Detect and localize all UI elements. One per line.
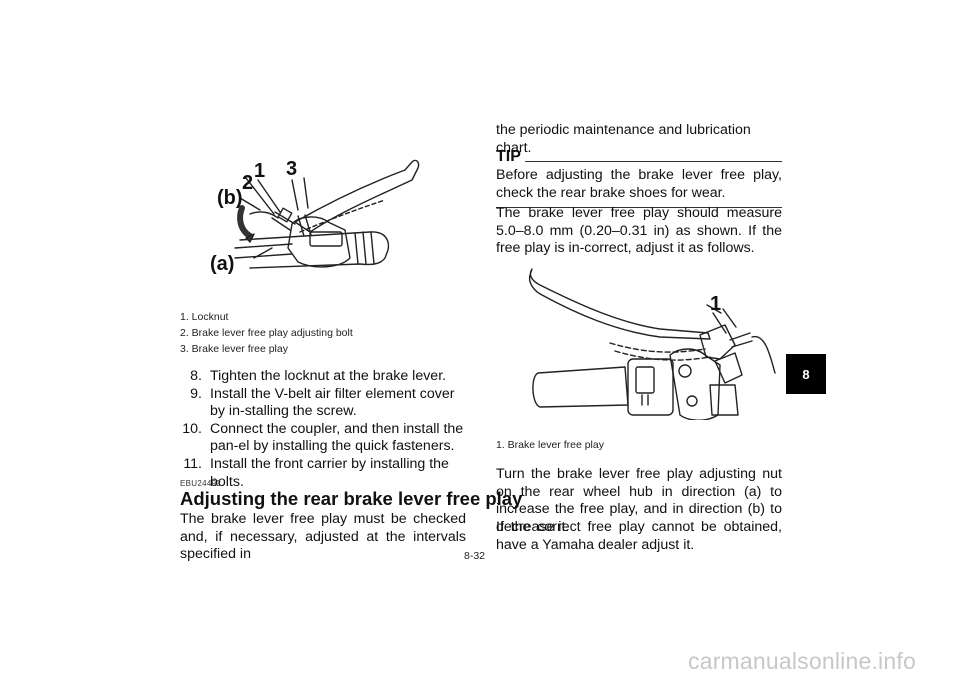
figure-brake-lever-adjuster: 1 2 3 (b) (a) xyxy=(180,140,460,300)
tip-top-rule xyxy=(524,161,782,162)
step-item: 8. Tighten the locknut at the brake leve… xyxy=(180,368,466,386)
brake-lever-free-play-illustration xyxy=(528,268,776,421)
step-number: 8. xyxy=(190,368,202,384)
step-text: Tighten the locknut at the brake lever. xyxy=(210,368,447,384)
chapter-tab: 8 xyxy=(786,354,826,394)
figure-brake-lever-free-play: 1 xyxy=(520,255,785,421)
adjustment-paragraph: Turn the brake lever free play adjusting… xyxy=(496,466,782,535)
figure1-caption-list: 1. Locknut 2. Brake lever free play adju… xyxy=(180,309,353,357)
tip-box: TIP Before adjusting the brake lever fre… xyxy=(496,148,782,209)
callout-direction-b: (b) xyxy=(217,187,243,209)
caption-item: 2. Brake lever free play adjusting bolt xyxy=(180,327,353,339)
figure2-caption: 1. Brake lever free play xyxy=(496,439,604,451)
tip-label: TIP xyxy=(496,148,521,165)
brake-lever-adjuster-illustration xyxy=(234,159,420,269)
section-heading: Adjusting the rear brake lever free play xyxy=(180,488,523,509)
callout-direction-a: (a) xyxy=(210,253,235,275)
step-text: Install the front carrier by installing … xyxy=(210,455,449,490)
step-text: Install the V-belt air filter element co… xyxy=(210,385,455,420)
dealer-paragraph: If the correct free play cannot be obtai… xyxy=(496,519,782,553)
caption-item: 1. Locknut xyxy=(180,311,229,323)
step-item: 10. Connect the coupler, and then instal… xyxy=(180,421,466,456)
tip-bottom-rule xyxy=(496,207,782,209)
continuation-text: the periodic maintenance and lubrication… xyxy=(496,122,751,156)
page-number: 8-32 xyxy=(464,550,486,562)
step-number: 10. xyxy=(182,420,202,437)
callout-2: 2 xyxy=(242,172,254,194)
step-item: 9. Install the V-belt air filter element… xyxy=(180,386,466,421)
step-number: 9. xyxy=(190,385,202,402)
step-text: Connect the coupler, and then install th… xyxy=(210,420,464,455)
callout-3: 3 xyxy=(286,158,298,180)
section-intro: The brake lever free play must be checke… xyxy=(180,511,466,563)
callout-1: 1 xyxy=(254,160,266,182)
step-item: 11. Install the front carrier by install… xyxy=(180,456,466,491)
caption-item: 3. Brake lever free play xyxy=(180,343,288,355)
step-list: 8. Tighten the locknut at the brake leve… xyxy=(180,368,466,491)
watermark: carmanualsonline.info xyxy=(688,648,916,674)
free-play-spec-paragraph: The brake lever free play should measure… xyxy=(496,205,782,257)
section-code: EBU24492 xyxy=(180,479,222,488)
tip-text: Before adjusting the brake lever free pl… xyxy=(496,167,782,201)
step-number: 11. xyxy=(183,455,202,472)
fig2-callout-1: 1 xyxy=(710,293,722,315)
